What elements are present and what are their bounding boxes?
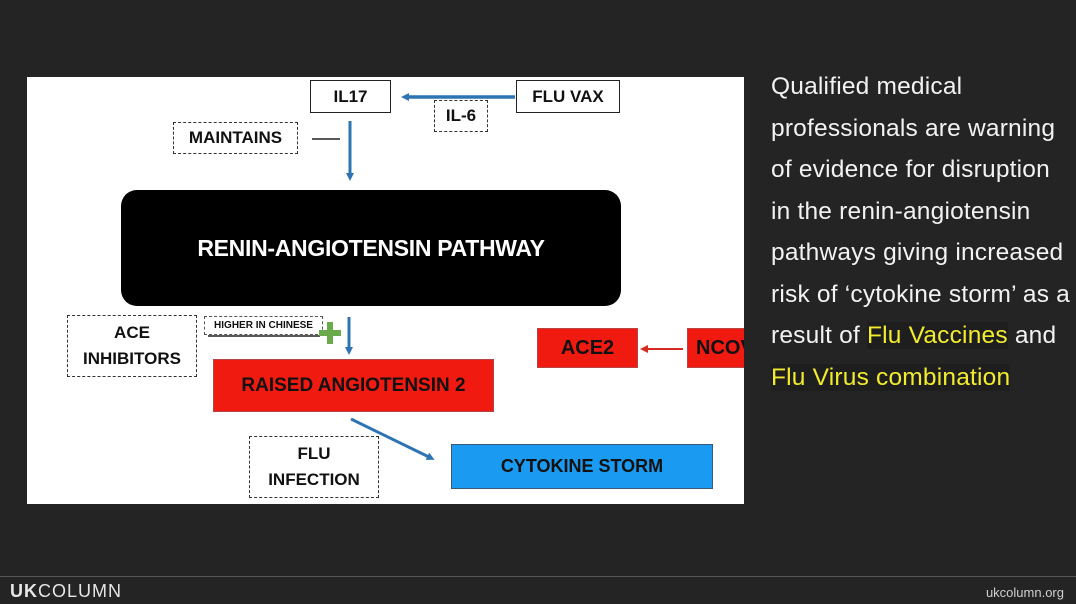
plus-icon (319, 322, 341, 344)
maintains-box: MAINTAINS (173, 122, 298, 154)
brand-column: COLUMN (38, 581, 123, 601)
ncov-box: NCOV (687, 328, 744, 368)
higher-in-chinese-label: HIGHER IN CHINESE (204, 316, 323, 335)
footer-divider (0, 576, 1076, 577)
site-url: ukcolumn.org (985, 585, 1064, 600)
caption-text: Qualified medical professionals are warn… (771, 66, 1071, 398)
diagram-slide: IL17 FLU VAX IL-6 MAINTAINS RENIN-ANGIOT… (27, 77, 744, 504)
cytokine-storm-box: CYTOKINE STORM (451, 444, 713, 489)
ace-inhibitors-line1: ACE (114, 323, 150, 342)
ace-inhibitors-box: ACE INHIBITORS (67, 315, 197, 377)
flu-infection-line1: FLU (297, 444, 331, 463)
brand-uk: UK (10, 581, 38, 601)
flu-infection-box: FLU INFECTION (249, 436, 379, 498)
raised-angiotensin-box: RAISED ANGIOTENSIN 2 (213, 359, 494, 412)
ace2-box: ACE2 (537, 328, 638, 368)
caption-main: Qualified medical professionals are warn… (771, 73, 1070, 349)
flu-infection-line2: INFECTION (268, 470, 360, 489)
arrow-angiotensin-to-cytokine (350, 417, 435, 460)
il17-box: IL17 (310, 80, 391, 113)
il6-box: IL-6 (434, 100, 488, 132)
diagram-arrows (208, 93, 683, 460)
renin-angiotensin-pathway-box: RENIN-ANGIOTENSIN PATHWAY (121, 190, 621, 306)
caption-highlight-flu-virus: Flu Virus combination (771, 363, 1011, 391)
ukcolumn-logo: UKCOLUMN (10, 581, 122, 602)
ncov-label: NCOV (696, 336, 744, 359)
ace-inhibitors-line2: INHIBITORS (83, 349, 181, 368)
caption-highlight-flu-vaccines: Flu Vaccines (866, 322, 1008, 349)
flu-vax-box: FLU VAX (516, 80, 620, 113)
caption-and: and (1007, 322, 1057, 349)
